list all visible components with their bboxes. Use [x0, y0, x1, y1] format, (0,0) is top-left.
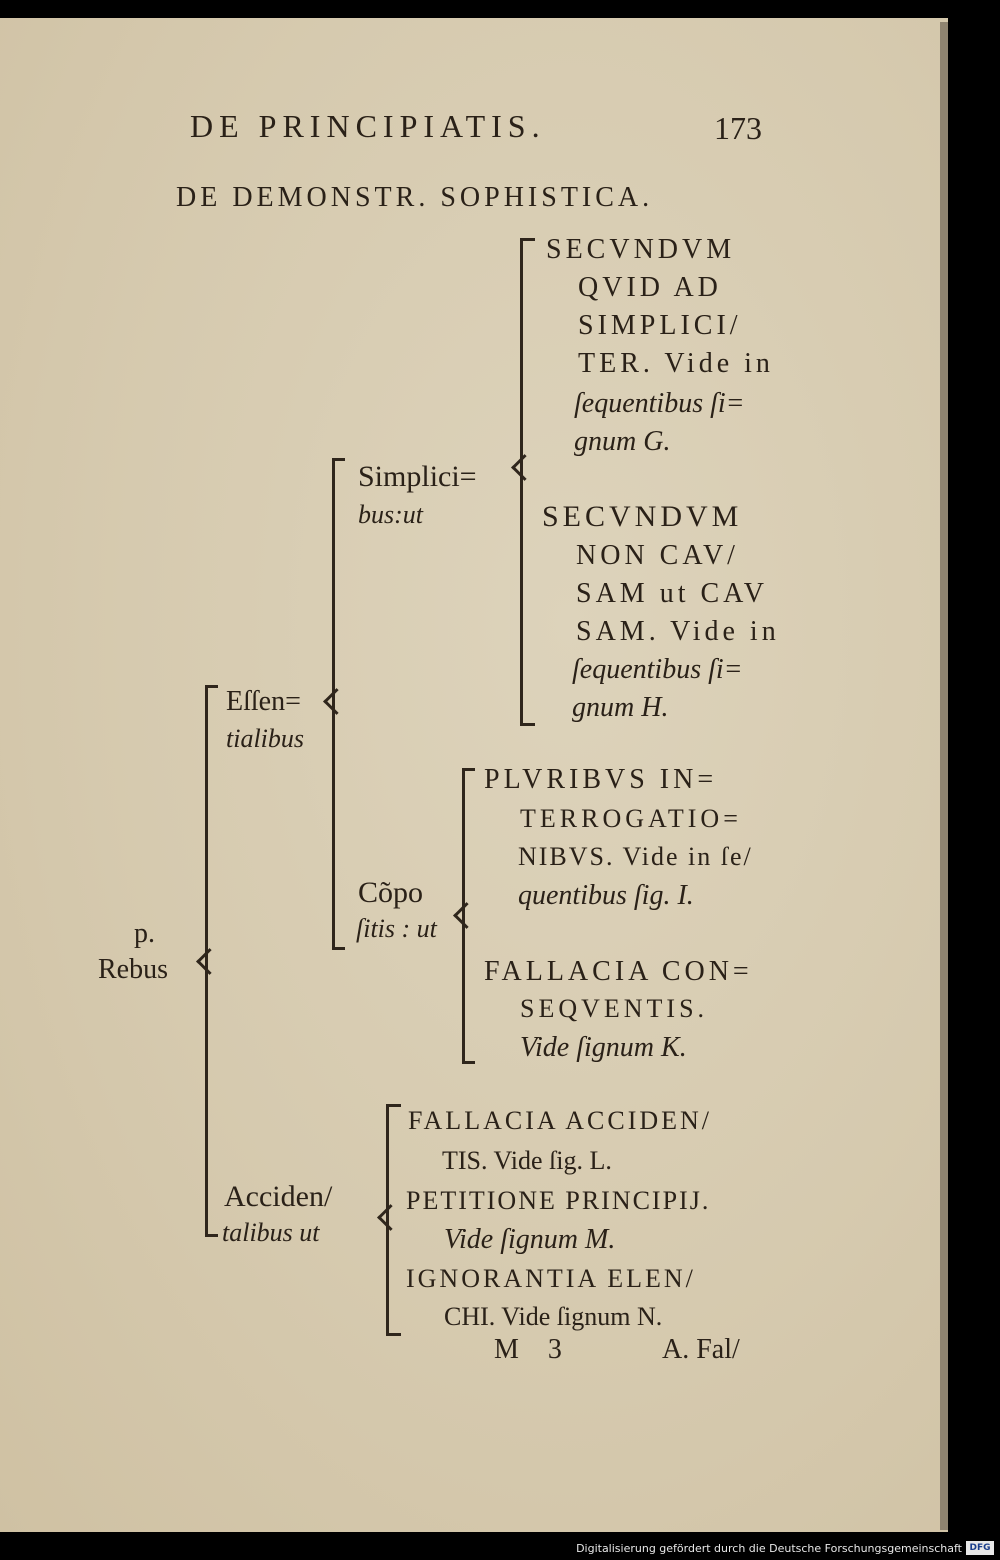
- compositis-label-line2: ſitis : ut: [356, 914, 437, 943]
- essentialibus-label-line1: Eſſen=: [226, 686, 301, 717]
- accidentalibus-item3-line2: CHI. Vide ſignum N.: [444, 1302, 663, 1331]
- simplicibus-item2-line6: gnum H.: [572, 692, 669, 723]
- simplicibus-item1-line2: QVID AD: [578, 272, 722, 303]
- page-edge: [940, 22, 948, 1530]
- brace-accidentalibus: [386, 1104, 401, 1336]
- simplicibus-item1-line4: TER. Vide in: [578, 348, 774, 379]
- page-number: 173: [714, 110, 762, 146]
- simplicibus-item1-line1: SECVNDVM: [546, 234, 736, 265]
- accidentalibus-item2-line1: PETITIONE PRINCIPIJ.: [406, 1186, 711, 1215]
- simplicibus-item2-line1: SECVNDVM: [542, 500, 743, 533]
- brace-essentialibus: [332, 458, 345, 950]
- signature-mark: M 3: [494, 1334, 562, 1365]
- section-title: DE DEMONSTR. SOPHISTICA.: [176, 182, 654, 213]
- brace-rebus-tip: [196, 948, 223, 975]
- compositis-item1-line4: quentibus ſig. I.: [518, 880, 694, 911]
- simplicibus-item1-line3: SIMPLICI/: [578, 310, 742, 341]
- brace-essentialibus-tip: [323, 688, 350, 715]
- compositis-item2-line2: SEQVENTIS.: [520, 994, 709, 1023]
- catchword: A. Fal/: [662, 1334, 740, 1365]
- root-label-line2: Rebus: [98, 954, 168, 985]
- running-title: DE PRINCIPIATIS.: [190, 108, 546, 144]
- simplicibus-item2-line5: ſequentibus ſi=: [572, 654, 743, 685]
- brace-compositis-tip: [453, 902, 480, 929]
- compositis-item1-line1: PLVRIBVS IN=: [484, 764, 718, 795]
- accidentalibus-item3-line1: IGNORANTIA ELEN/: [406, 1264, 696, 1293]
- compositis-item1-line2: TERROGATIO=: [520, 804, 742, 833]
- footer-credit: Digitalisierung gefördert durch die Deut…: [576, 1542, 962, 1555]
- footer-bar: Digitalisierung gefördert durch die Deut…: [0, 1538, 1000, 1560]
- essentialibus-label-line2: tialibus: [226, 724, 305, 753]
- accidentalibus-label-line2: talibus ut: [222, 1218, 320, 1247]
- simplicibus-item1-line6: gnum G.: [574, 426, 671, 457]
- compositis-item1-line3: NIBVS. Vide in ſe/: [518, 842, 753, 871]
- accidentalibus-item1-line2: TIS. Vide ſig. L.: [442, 1146, 612, 1175]
- simplicibus-item1-line5: ſequentibus ſi=: [574, 388, 745, 419]
- compositis-item2-line3: Vide ſignum K.: [520, 1032, 687, 1063]
- accidentalibus-item2-line2: Vide ſignum M.: [444, 1224, 616, 1255]
- simplicibus-label-line2: bus:ut: [358, 500, 423, 529]
- dfg-logo: DFG: [966, 1541, 994, 1555]
- simplicibus-label-line1: Simplici=: [358, 460, 477, 493]
- book-page: DE PRINCIPIATIS. 173 DE DEMONSTR. SOPHIS…: [0, 18, 948, 1532]
- simplicibus-item2-line3: SAM ut CAV: [576, 578, 768, 609]
- brace-rebus: [205, 685, 218, 1237]
- brace-compositis: [462, 768, 475, 1064]
- brace-simplicibus: [520, 238, 535, 726]
- compositis-item2-line1: FALLACIA CON=: [484, 956, 753, 987]
- accidentalibus-item1-line1: FALLACIA ACCIDEN/: [408, 1106, 713, 1135]
- simplicibus-item2-line2: NON CAV/: [576, 540, 739, 571]
- root-label-line1: p.: [134, 918, 155, 949]
- accidentalibus-label-line1: Acciden/: [224, 1180, 333, 1213]
- compositis-label-line1: Cõpo: [358, 876, 424, 909]
- simplicibus-item2-line4: SAM. Vide in: [576, 616, 780, 647]
